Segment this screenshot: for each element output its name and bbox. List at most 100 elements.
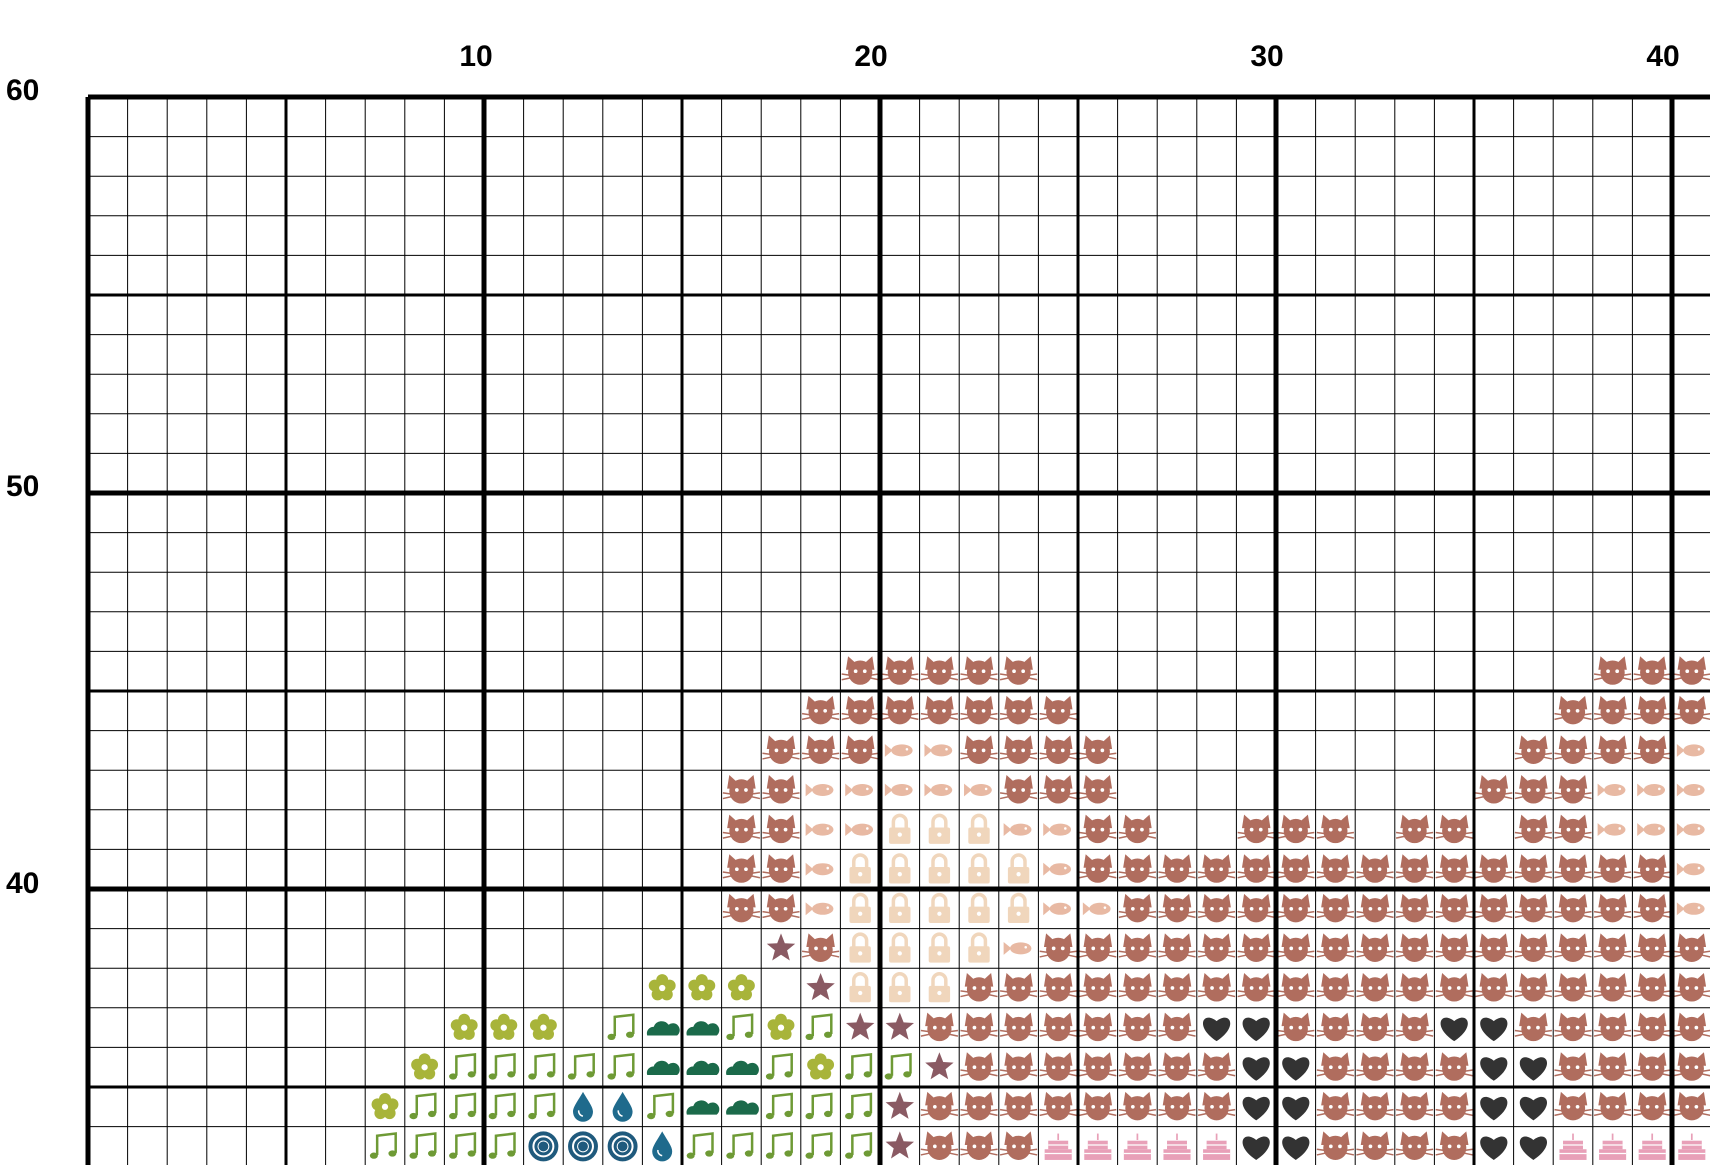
- music-note-icon: [845, 1052, 873, 1080]
- padlock-icon: [849, 972, 871, 1003]
- cat-face-icon: [1554, 1052, 1592, 1081]
- cat-face-icon: [1158, 854, 1196, 883]
- cat-face-icon: [1277, 933, 1315, 962]
- flower-icon: [411, 1053, 439, 1080]
- cat-face-icon: [999, 1131, 1038, 1160]
- cat-face-icon: [1237, 973, 1275, 1002]
- birthday-cake-icon: [1678, 1133, 1706, 1160]
- row-label-50: 50: [6, 470, 39, 503]
- cat-face-icon: [1593, 1052, 1632, 1081]
- cat-face-icon: [1395, 854, 1434, 883]
- cat-face-icon: [999, 775, 1038, 804]
- row-label-60: 60: [6, 74, 39, 107]
- music-note-icon: [607, 1052, 635, 1080]
- music-note-icon: [647, 1092, 675, 1120]
- heart-icon: [1282, 1057, 1310, 1081]
- cat-face-icon: [1435, 1091, 1473, 1121]
- fish-icon: [805, 902, 834, 916]
- cat-face-icon: [1079, 854, 1117, 883]
- padlock-icon: [928, 972, 951, 1003]
- cat-face-icon: [1593, 695, 1632, 725]
- cat-face-icon: [1079, 1052, 1117, 1081]
- cat-face-icon: [1554, 1091, 1592, 1121]
- star-icon: [885, 1131, 914, 1159]
- cat-face-icon: [1039, 735, 1077, 764]
- music-note-icon: [488, 1132, 516, 1159]
- cat-face-icon: [1593, 973, 1632, 1002]
- cat-face-icon: [1158, 893, 1196, 923]
- cat-face-icon: [1356, 933, 1394, 962]
- fish-icon: [1597, 823, 1626, 837]
- water-drop-icon: [612, 1091, 633, 1122]
- heart-icon: [1242, 1017, 1270, 1042]
- cat-face-icon: [841, 695, 879, 725]
- fish-icon: [884, 783, 913, 797]
- grid-lines: [85, 94, 1710, 1165]
- cloud-icon: [686, 1021, 720, 1036]
- cat-face-icon: [762, 854, 800, 883]
- padlock-icon: [849, 892, 871, 924]
- cat-face-icon: [1395, 973, 1434, 1002]
- cat-face-icon: [1633, 695, 1671, 725]
- cat-face-icon: [999, 735, 1038, 764]
- heart-icon: [1519, 1096, 1548, 1121]
- cat-face-icon: [920, 1091, 959, 1121]
- cat-face-icon: [960, 1091, 998, 1121]
- music-note-icon: [528, 1092, 556, 1120]
- fish-icon: [805, 862, 834, 876]
- birthday-cake-icon: [1044, 1133, 1072, 1160]
- star-icon: [766, 933, 796, 961]
- cat-face-icon: [1673, 1012, 1710, 1042]
- cat-face-icon: [1277, 973, 1315, 1002]
- heart-icon: [1242, 1096, 1270, 1121]
- music-note-icon: [845, 1092, 873, 1120]
- cat-face-icon: [1118, 893, 1157, 923]
- cat-face-icon: [1633, 893, 1671, 923]
- cat-face-icon: [1554, 893, 1592, 923]
- heart-icon: [1242, 1136, 1270, 1160]
- flower-icon: [807, 1053, 835, 1080]
- cat-face-icon: [1197, 893, 1236, 923]
- music-note-icon: [409, 1132, 437, 1159]
- cat-face-icon: [1435, 1131, 1473, 1160]
- music-note-icon: [449, 1132, 477, 1159]
- cat-face-icon: [1356, 1012, 1394, 1042]
- star-icon: [806, 973, 835, 1001]
- cat-face-icon: [1079, 1091, 1117, 1121]
- ring-target-icon: [568, 1131, 598, 1162]
- cat-face-icon: [999, 656, 1038, 685]
- cat-face-icon: [881, 656, 919, 685]
- cat-face-icon: [1554, 933, 1592, 962]
- cat-face-icon: [1158, 1091, 1196, 1121]
- birthday-cake-icon: [1203, 1133, 1231, 1160]
- fish-icon: [1043, 862, 1072, 876]
- flower-icon: [371, 1092, 399, 1120]
- cat-face-icon: [999, 1012, 1038, 1042]
- cat-face-icon: [960, 695, 998, 725]
- fish-icon: [845, 783, 874, 797]
- fish-icon: [1043, 902, 1072, 916]
- cloud-icon: [726, 1100, 759, 1115]
- fish-icon: [1003, 941, 1032, 955]
- cat-face-icon: [1395, 933, 1434, 962]
- cat-face-icon: [1039, 1091, 1077, 1121]
- cat-face-icon: [1277, 814, 1315, 844]
- cat-face-icon: [1039, 775, 1077, 804]
- cat-face-icon: [1316, 933, 1355, 962]
- cat-face-icon: [960, 1131, 998, 1160]
- cat-face-icon: [1039, 933, 1077, 962]
- cat-face-icon: [762, 814, 800, 844]
- cat-face-icon: [1316, 893, 1355, 923]
- fish-icon: [805, 823, 834, 837]
- fish-icon: [805, 783, 834, 797]
- cat-face-icon: [960, 735, 998, 764]
- cat-face-icon: [801, 933, 840, 962]
- cat-face-icon: [1633, 735, 1671, 764]
- cat-face-icon: [1554, 814, 1592, 844]
- cat-face-icon: [1673, 656, 1710, 685]
- music-note-icon: [488, 1052, 516, 1080]
- cat-face-icon: [1475, 933, 1513, 962]
- water-drop-icon: [652, 1131, 673, 1162]
- cat-face-icon: [1593, 735, 1632, 764]
